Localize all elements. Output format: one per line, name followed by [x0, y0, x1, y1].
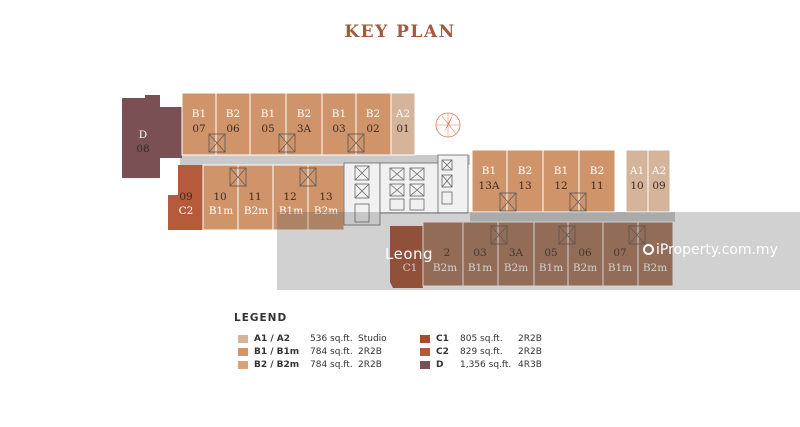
- units-top-left: [181, 92, 416, 156]
- units-top-right: [471, 149, 671, 213]
- unit-num: 05: [261, 123, 274, 135]
- key-plan-title: KEY PLAN: [344, 22, 456, 42]
- legend-type: 2R2B: [358, 360, 382, 370]
- unit-code: B2m: [433, 262, 457, 274]
- unit-code: B1m: [608, 262, 632, 274]
- units-bottom-left: [168, 164, 345, 231]
- unit-num: 10: [630, 180, 643, 192]
- unit-num: 2: [444, 247, 451, 259]
- unit-num: 12: [554, 180, 567, 192]
- unit-num: 03: [332, 123, 345, 135]
- legend-area: 1,356 sq.ft.: [460, 360, 512, 370]
- unit-num: 01: [396, 123, 409, 135]
- compass-icon: [435, 112, 461, 138]
- unit-code: B2m: [314, 205, 338, 217]
- legend-type: Studio: [358, 334, 387, 344]
- legend-swatch: [238, 335, 248, 343]
- unit-num: 3A: [297, 123, 312, 135]
- unit-num: 11: [590, 180, 603, 192]
- watermark-brand-text: iProperty.com.my: [656, 242, 778, 258]
- legend-label: B2 / B2m: [254, 360, 300, 370]
- unit-num: 06: [226, 123, 240, 135]
- legend-item: C1 805 sq.ft. 2R2B: [420, 333, 590, 345]
- right-corridor: [470, 212, 675, 222]
- unit-d-code: D: [139, 129, 147, 141]
- legend-swatch: [238, 361, 248, 369]
- unit-code: B2m: [573, 262, 597, 274]
- unit-num: 09: [652, 180, 665, 192]
- unit-num: 13: [319, 191, 332, 203]
- unit-num: 13A: [479, 180, 500, 192]
- unit-code: B1m: [279, 205, 303, 217]
- legend-swatch: [420, 335, 430, 343]
- brand-logo-icon: [643, 244, 654, 255]
- legend-label: C1: [436, 334, 449, 344]
- unit-code: B1: [261, 108, 275, 120]
- unit-num: 05: [544, 247, 557, 259]
- floor-plan: D 08 B1 07 B2 06 B1 05 B2 3A B1 03 B2 02…: [122, 92, 675, 288]
- unit-num: 02: [366, 123, 379, 135]
- unit-code: A2: [395, 108, 410, 120]
- unit-d-num: 08: [136, 143, 149, 155]
- legend-area: 829 sq.ft.: [460, 347, 503, 357]
- unit-code: B2m: [643, 262, 667, 274]
- unit-code: B1: [192, 108, 206, 120]
- legend-swatch: [420, 348, 430, 356]
- unit-code: B2: [366, 108, 380, 120]
- unit-code: B1m: [539, 262, 563, 274]
- legend-title: LEGEND: [234, 312, 288, 324]
- unit-code: A2: [651, 165, 666, 177]
- left-corridor: [180, 155, 470, 165]
- unit-code: B2m: [244, 205, 268, 217]
- legend-label: A1 / A2: [254, 334, 291, 344]
- unit-code: B2: [590, 165, 604, 177]
- legend-item: B2 / B2m 784 sq.ft. 2R2B: [238, 359, 408, 371]
- unit-code: B1: [482, 165, 496, 177]
- legend-area: 784 sq.ft.: [310, 360, 353, 370]
- legend-label: B1 / B1m: [254, 347, 300, 357]
- core-lifts: [343, 154, 469, 226]
- unit-code: B1m: [209, 205, 233, 217]
- watermark-brand: iProperty.com.my: [643, 242, 778, 258]
- unit-code: C1: [403, 262, 418, 274]
- unit-d-08: D 08: [122, 95, 182, 178]
- legend-area: 536 sq.ft.: [310, 334, 353, 344]
- legend-item: B1 / B1m 784 sq.ft. 2R2B: [238, 346, 408, 358]
- legend-swatch: [238, 348, 248, 356]
- unit-code: B1: [332, 108, 346, 120]
- legend-label: C2: [436, 347, 449, 357]
- unit-num: 11: [248, 191, 261, 203]
- unit-num: 06: [578, 247, 592, 259]
- legend-swatch: [420, 361, 430, 369]
- unit-num: 3A: [509, 247, 524, 259]
- unit-code: B2: [297, 108, 311, 120]
- legend-type: 2R2B: [518, 334, 542, 344]
- legend-area: 805 sq.ft.: [460, 334, 503, 344]
- unit-num: 07: [613, 247, 626, 259]
- legend-type: 4R3B: [518, 360, 542, 370]
- legend-label: D: [436, 360, 444, 370]
- legend-type: 2R2B: [518, 347, 542, 357]
- units-bottom-right: [390, 221, 674, 288]
- watermark-agent-name: Leong: [385, 245, 434, 263]
- legend-item: C2 829 sq.ft. 2R2B: [420, 346, 590, 358]
- unit-num: 12: [283, 191, 296, 203]
- legend-area: 784 sq.ft.: [310, 347, 353, 357]
- legend-type: 2R2B: [358, 347, 382, 357]
- legend-item: D 1,356 sq.ft. 4R3B: [420, 359, 590, 371]
- unit-code: B1: [554, 165, 568, 177]
- unit-num: 09: [179, 191, 192, 203]
- unit-num: 03: [473, 247, 486, 259]
- unit-num: 07: [192, 123, 205, 135]
- unit-code: B2m: [504, 262, 528, 274]
- unit-num: 10: [213, 191, 226, 203]
- unit-code: C2: [179, 205, 194, 217]
- unit-num: 13: [518, 180, 531, 192]
- unit-code: A1: [629, 165, 644, 177]
- watermark-overlay: [277, 212, 800, 290]
- unit-code: B2: [226, 108, 240, 120]
- legend-item: A1 / A2 536 sq.ft. Studio: [238, 333, 408, 345]
- unit-code: B2: [518, 165, 532, 177]
- unit-code: B1m: [468, 262, 492, 274]
